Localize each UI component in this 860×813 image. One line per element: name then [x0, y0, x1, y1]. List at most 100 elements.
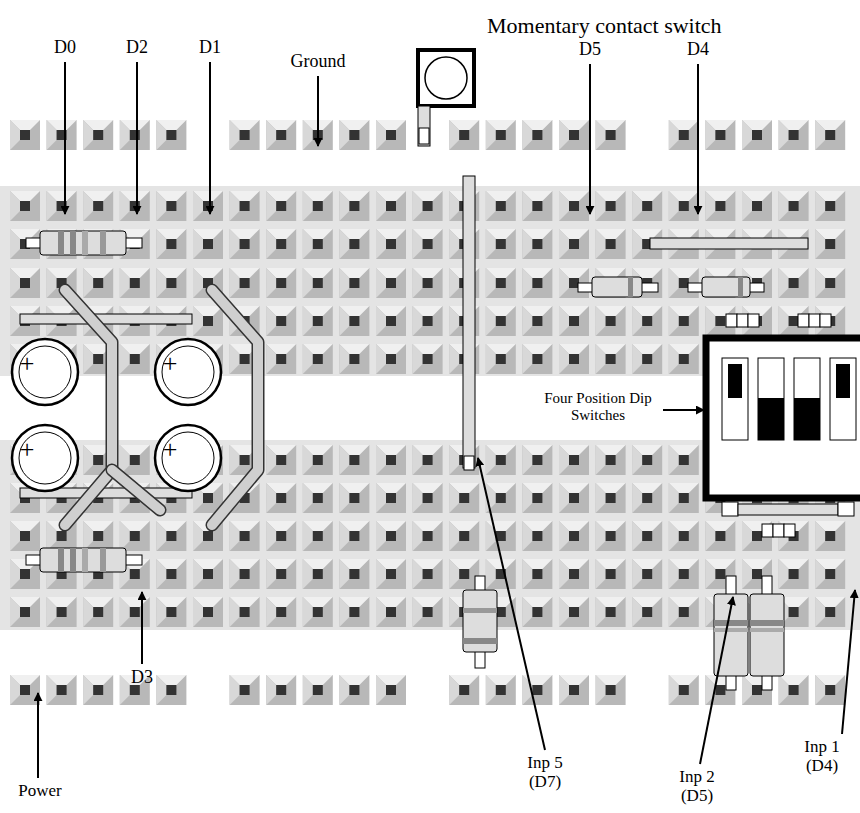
breadboard-hole — [413, 559, 443, 589]
breadboard-hole — [596, 344, 626, 374]
breadboard-hole — [413, 597, 443, 627]
breadboard-hole — [10, 268, 40, 298]
breadboard-hole — [486, 559, 516, 589]
breadboard-hole — [339, 120, 369, 150]
resistor — [463, 576, 784, 690]
breadboard-hole — [156, 268, 186, 298]
breadboard-hole — [449, 483, 479, 513]
breadboard-hole — [705, 120, 735, 150]
breadboard-hole — [120, 597, 150, 627]
breadboard-hole — [413, 229, 443, 259]
breadboard-hole — [779, 268, 809, 298]
breadboard-hole — [632, 559, 662, 589]
breadboard-hole — [156, 675, 186, 705]
polarity-mark: + — [15, 350, 39, 379]
breadboard-hole — [815, 559, 845, 589]
breadboard-hole — [742, 120, 772, 150]
board-ground — [0, 186, 860, 630]
breadboard-hole — [376, 445, 406, 475]
breadboard-hole — [193, 559, 223, 589]
breadboard-hole — [303, 306, 333, 336]
breadboard-hole — [339, 675, 369, 705]
breadboard-hole — [669, 445, 699, 475]
breadboard-hole — [596, 306, 626, 336]
breadboard-hole — [120, 268, 150, 298]
breadboard-hole — [522, 191, 552, 221]
breadboard-hole — [559, 597, 589, 627]
breadboard-hole — [376, 306, 406, 336]
breadboard-hole — [339, 306, 369, 336]
breadboard-hole — [413, 191, 443, 221]
breadboard-hole — [303, 675, 333, 705]
breadboard-hole — [815, 675, 845, 705]
breadboard-hole — [230, 559, 260, 589]
breadboard-hole — [632, 483, 662, 513]
breadboard-hole — [47, 191, 77, 221]
breadboard-hole — [339, 559, 369, 589]
breadboard-hole — [596, 597, 626, 627]
led — [12, 339, 221, 491]
breadboard-hole — [376, 120, 406, 150]
breadboard-hole — [339, 229, 369, 259]
breadboard-hole — [449, 675, 479, 705]
breadboard-hole — [339, 268, 369, 298]
breadboard-hole — [83, 191, 113, 221]
breadboard-hole — [522, 675, 552, 705]
breadboard-hole — [120, 120, 150, 150]
breadboard-hole — [339, 597, 369, 627]
breadboard-hole — [47, 120, 77, 150]
breadboard-hole — [669, 597, 699, 627]
breadboard-hole — [632, 597, 662, 627]
breadboard-hole — [120, 521, 150, 551]
part-label: Inp 5 (D7) — [514, 754, 576, 791]
breadboard-hole — [632, 306, 662, 336]
breadboard-hole — [522, 521, 552, 551]
breadboard-hole — [815, 521, 845, 551]
breadboard-hole — [596, 229, 626, 259]
breadboard-hole — [339, 483, 369, 513]
breadboard-hole — [559, 675, 589, 705]
breadboard-hole — [120, 445, 150, 475]
part-label: Four Position Dip Switches — [538, 390, 658, 423]
breadboard-hole — [522, 306, 552, 336]
part-label: Ground — [278, 52, 358, 72]
breadboard-hole — [376, 268, 406, 298]
breadboard-hole — [266, 268, 296, 298]
breadboard-hole — [230, 521, 260, 551]
part-label: D5 — [570, 40, 610, 60]
breadboard-hole — [413, 445, 443, 475]
breadboard-hole — [47, 675, 77, 705]
breadboard-hole — [83, 521, 113, 551]
breadboard-hole — [266, 483, 296, 513]
breadboard-hole — [522, 344, 552, 374]
polarity-mark: + — [158, 436, 182, 465]
breadboard-hole — [559, 344, 589, 374]
breadboard-hole — [413, 344, 443, 374]
breadboard-hole — [339, 445, 369, 475]
breadboard-hole — [559, 191, 589, 221]
breadboard-hole — [376, 483, 406, 513]
breadboard-hole — [303, 597, 333, 627]
breadboard-hole — [486, 306, 516, 336]
breadboard-hole — [596, 191, 626, 221]
breadboard-hole — [193, 597, 223, 627]
breadboard-hole — [376, 521, 406, 551]
part-label: D2 — [117, 38, 157, 58]
breadboard-hole — [266, 120, 296, 150]
breadboard-hole — [705, 191, 735, 221]
breadboard-hole — [193, 306, 223, 336]
breadboard-hole — [266, 229, 296, 259]
breadboard-hole — [266, 521, 296, 551]
part-label: Inp 1 (D4) — [792, 738, 852, 775]
breadboard-hole — [156, 191, 186, 221]
breadboard-hole — [266, 559, 296, 589]
breadboard-hole — [815, 120, 845, 150]
dip-switch — [706, 338, 860, 516]
breadboard-hole — [596, 521, 626, 551]
momentary-switch — [418, 50, 474, 146]
breadboard-hole — [156, 559, 186, 589]
breadboard-hole — [669, 306, 699, 336]
breadboard-hole — [449, 120, 479, 150]
